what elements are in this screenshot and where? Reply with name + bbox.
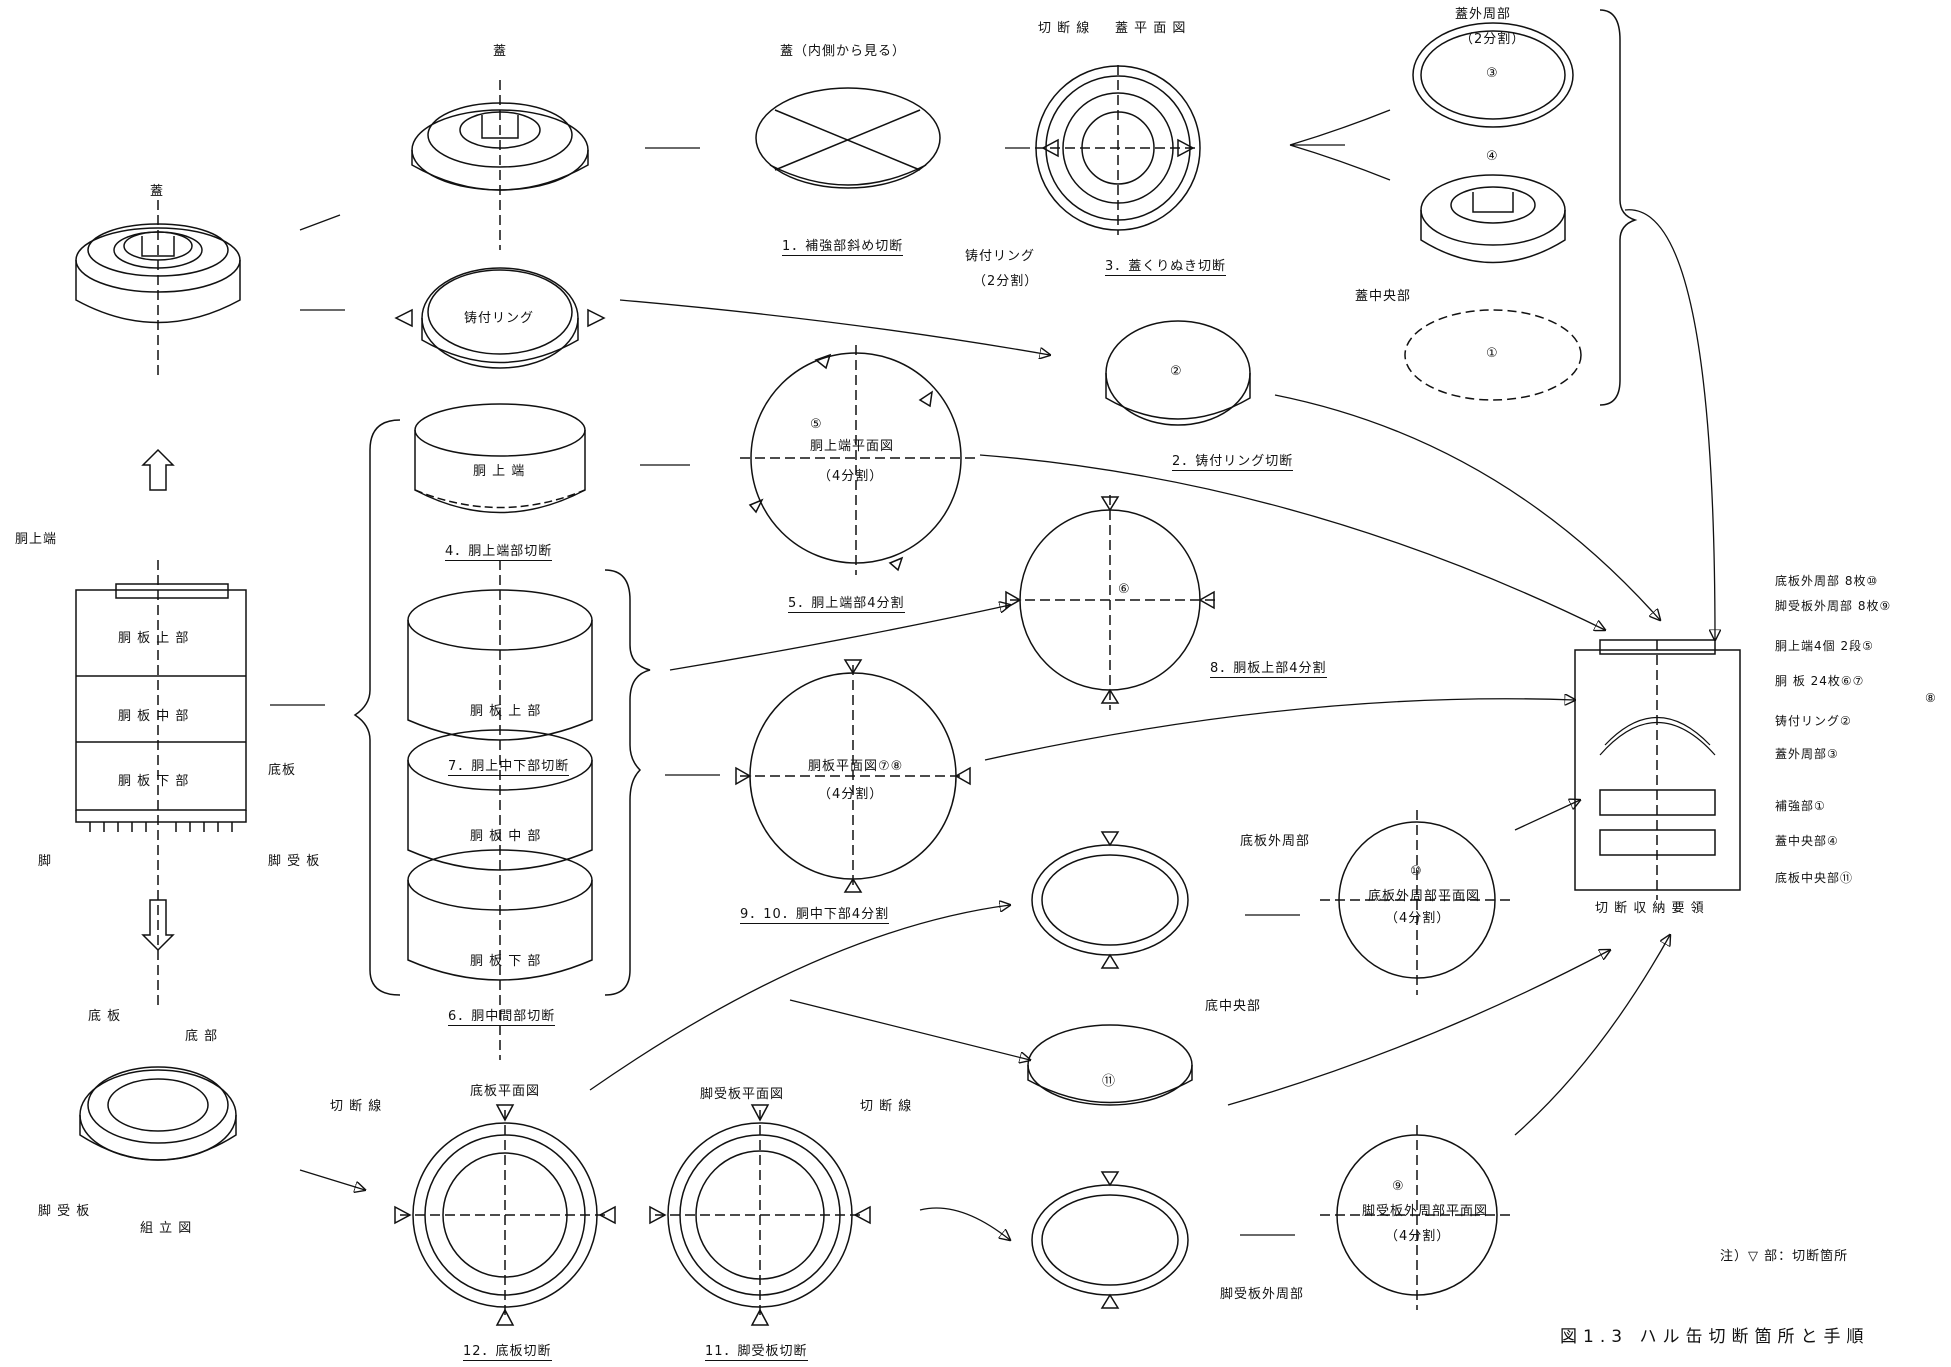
bottom-plan-col2 [395,1105,615,1325]
figure-note: 注）▽ 部：切断箇所 [1720,1250,1848,1263]
shell-plan-label: 胴板平面図⑦⑧ [808,760,903,773]
storage-legend-3: 胴上端4個 2段⑤ [1775,640,1874,652]
bottom-outer-plan-label: 底板外周部平面図 [1368,890,1480,903]
one-label: ① [1486,347,1499,360]
step5-label: 5．胴上端部4分割 [788,597,905,613]
assembly-lid-label: 蓋 [150,185,164,198]
left-brace-col2 [355,420,400,995]
lid-inside-drawing [756,88,940,188]
leg-plate-label: 脚 受 板 [268,855,320,868]
step8-label: 8．胴板上部4分割 [1210,662,1327,678]
body-upper-label: 胴 板 上 部 [118,632,189,645]
storage-title: 切 断 収 納 要 領 [1595,902,1705,915]
shell-split-circle [1006,495,1215,710]
lid-center-label: 蓋中央部 [1355,290,1411,303]
col4-ring-label: 铸付リング [965,250,1035,263]
shell-quarter-label: （4分割） [818,788,883,801]
bottom-assembly-drawing [80,1067,236,1160]
storage-legend-2: 脚受板外周部 8枚⑨ [1775,600,1891,612]
lid-plan-drawing [1035,65,1200,235]
lid-assembly-drawing [76,200,240,380]
right-brace-shell [605,570,650,995]
two-split-label: （2分割） [1460,33,1525,46]
step3-label: 3．蓋くりぬき切断 [1105,260,1226,276]
leg-marks [90,822,232,832]
lid-inside-label: 蓋（内側から見る） [780,45,906,58]
leg-plate-plan [650,1105,870,1325]
top-quarter-label: （4分割） [818,470,883,483]
body-lower-label: 胴 板 下 部 [118,775,189,788]
body-middle-label: 胴 板 中 部 [118,710,189,723]
col2-lid-label: 蓋 [493,45,507,58]
top-end-drawing [415,404,585,513]
storage-legend-5: ⑧ [1925,692,1937,704]
ring-split-label: （2分割） [973,275,1038,288]
quarter-b-label: （4分割） [1385,1230,1450,1243]
storage-legend-7: 蓋外周部③ [1775,748,1839,760]
col4-cut-line-label: 切 断 線 [1038,22,1090,35]
shell-middle-label: 胴 板 中 部 [470,830,541,843]
cut-mark [396,310,412,326]
quarter-a-label: （4分割） [1385,912,1450,925]
up-arrow-1 [143,450,173,490]
step12-label: 12．底板切断 [463,1345,552,1361]
storage-legend-9: 蓋中央部④ [1775,835,1839,847]
storage-legend-8: 補強部① [1775,800,1826,812]
top-end-label: 胴 上 端 [473,465,525,478]
storage-drawing [1575,640,1740,900]
step2-label: 2．铸付リング切断 [1172,455,1293,471]
lid-outer-label: 蓋外周部 [1455,8,1511,21]
step6-label: 6．胴中間部切断 [448,1010,555,1026]
assembly-drawing-label: 組 立 図 [140,1222,192,1235]
ring-label: 铸付リング [464,312,534,325]
leg-cut-line-label: 切 断 線 [860,1100,912,1113]
bottom-center-label: 底中央部 [1205,1000,1261,1013]
bottom-part-b-label: 底 部 [185,1030,218,1043]
six-label: ⑥ [1118,583,1131,596]
nine-label: ⑨ [1392,1180,1405,1193]
step4-label: 4．胴上端部切断 [445,545,552,561]
bottom-leg-plate-label: 脚 受 板 [38,1205,90,1218]
lid-drawing-col2 [412,80,588,250]
four-label: ④ [1486,150,1499,163]
step910-label: 9．10．胴中下部4分割 [740,908,889,924]
shell-plan-circle [736,660,970,892]
ten-label: ⑩ [1410,865,1423,878]
storage-legend-4: 胴 板 24枚⑥⑦ [1775,675,1864,687]
shell-cylinders [408,560,592,1060]
eleven-label: ⑪ [1102,1075,1116,1088]
storage-legend-10: 底板中央部⑪ [1775,872,1853,884]
step7-label: 7．胴上中下部切断 [448,760,569,776]
step1-label: 1．補強部斜め切断 [782,240,903,256]
leg-outer-label: 脚受板外周部 [1220,1288,1304,1301]
leg-plan-label: 脚受板平面図 [700,1088,784,1101]
lid-plan-label: 蓋 平 面 図 [1115,22,1186,35]
top-num-label: ⑤ [810,418,823,431]
shell-upper-label: 胴 板 上 部 [470,705,541,718]
cut-line-label: 切 断 線 [330,1100,382,1113]
figure-caption: 図1.3 ハル缶切断箇所と手順 [1560,1322,1869,1347]
step11-label: 11．脚受板切断 [705,1345,808,1361]
lid-center-drawing [1421,175,1565,263]
bottom-outer-drawing [1032,832,1188,968]
bottom-outer-label: 底板外周部 [1240,835,1310,848]
bottom-part-a-label: 底 板 [88,1010,121,1023]
bottom-center-drawing [1028,1025,1192,1105]
ring-num-label: ② [1170,365,1183,378]
shell-lower-label: 胴 板 下 部 [470,955,541,968]
right-brace-col5 [1600,10,1635,405]
cut-mark [588,310,604,326]
bottom-plan-label: 底板平面図 [470,1085,540,1098]
legs-label: 脚 [38,855,52,868]
storage-legend-6: 铸付リング② [1775,715,1852,727]
storage-legend-1: 底板外周部 8枚⑩ [1775,575,1878,587]
leg-outer-drawing [1032,1172,1188,1308]
three-label: ③ [1486,67,1499,80]
bottom-plate-label: 底板 [268,764,296,777]
leg-outer-plan-label: 脚受板外周部平面図 [1362,1205,1488,1218]
top-plan-label: 胴上端平面図 [810,440,894,453]
body-top-label: 胴上端 [15,533,57,546]
top-plan-circle [740,345,975,575]
